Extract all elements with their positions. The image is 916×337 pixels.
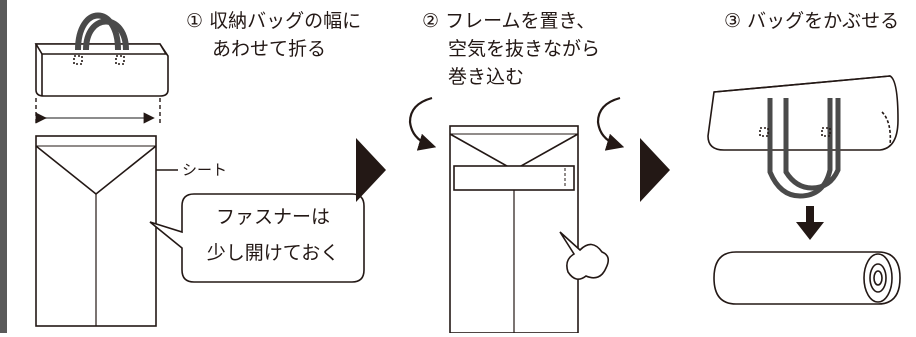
step1-caption: ① 収納バッグの幅に [186, 8, 361, 34]
step1-width-guide [35, 98, 161, 124]
step-arrow-2 [640, 138, 670, 202]
zipper-note-line1: ファスナーは [215, 206, 330, 228]
step2-sheet-with-frame [449, 125, 579, 334]
down-arrow [796, 206, 824, 240]
rolled-sheet-illustration [713, 251, 901, 305]
step-arrow-1 [356, 138, 386, 202]
zipper-note-bubble [149, 193, 365, 283]
air-puff-icon [559, 231, 610, 280]
step1-line1: 収納バッグの幅に [209, 10, 362, 32]
zipper-note-line2: 少し開けておく [206, 242, 340, 264]
step1-number: ① [186, 10, 204, 32]
step2-line1: フレームを置き、 [445, 10, 596, 32]
step2-line3: 巻き込む [448, 66, 525, 88]
step3-line1: バッグをかぶせる [747, 10, 900, 32]
step2-number: ② [422, 10, 440, 32]
step2-line2: 空気を抜きながら [448, 38, 601, 60]
step3-number: ③ [724, 10, 742, 32]
left-margin-bar [0, 0, 7, 333]
step3-caption: ③ バッグをかぶせる [724, 8, 899, 34]
step3-bag-cover [707, 75, 899, 199]
step2-caption: ② フレームを置き、 [422, 8, 595, 34]
step2-rotate-arrow-left [408, 96, 437, 151]
step1-bag-illustration [34, 12, 169, 97]
step1-folded-sheet [35, 135, 157, 327]
sheet-label: シート [182, 161, 228, 179]
step2-rotate-arrow-right [596, 96, 625, 151]
step1-line2: あわせて折る [212, 38, 327, 60]
